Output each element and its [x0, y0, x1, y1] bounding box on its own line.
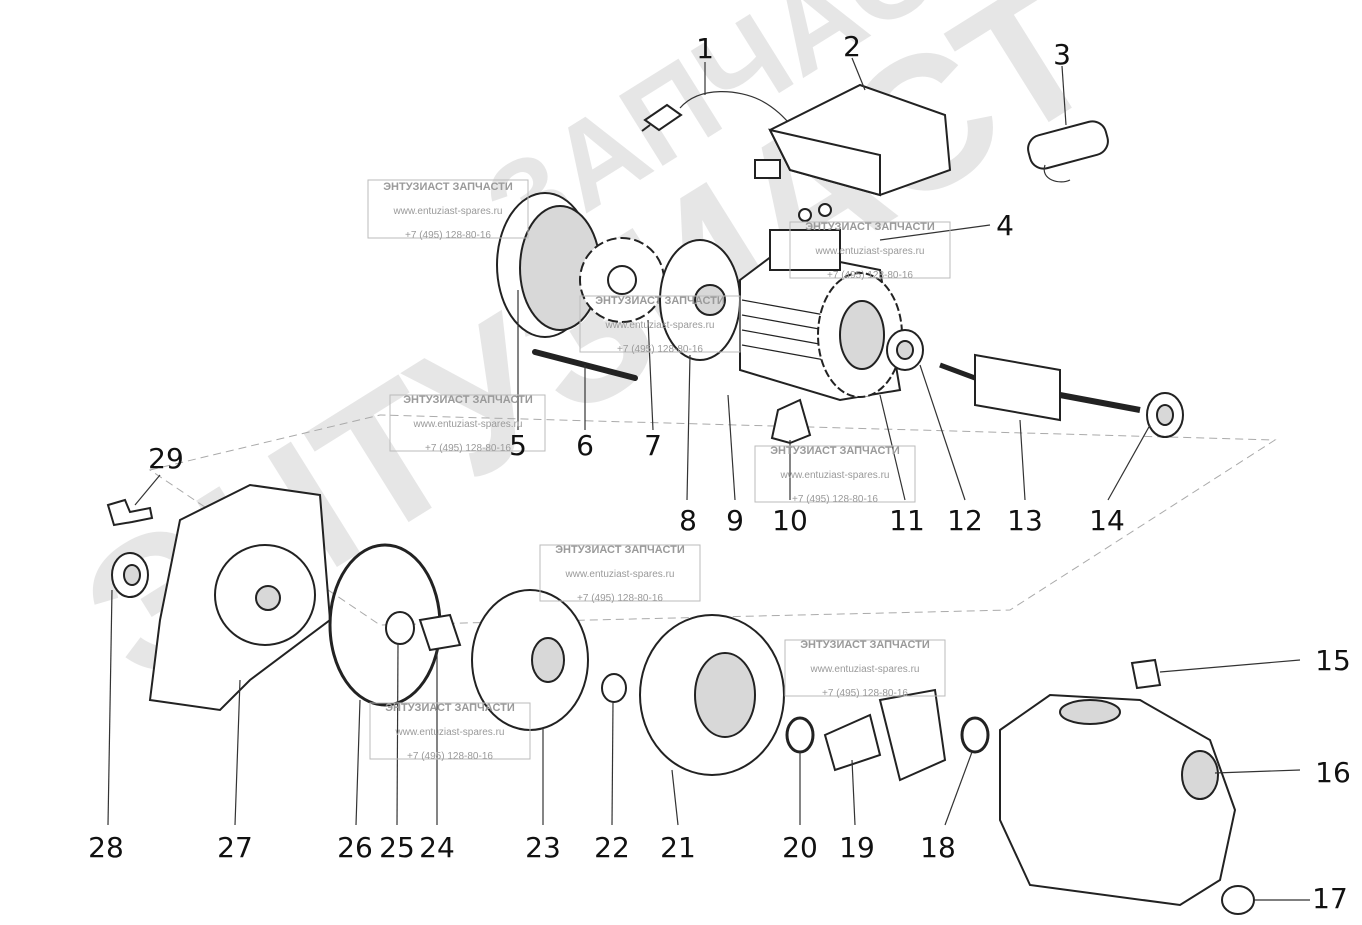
part-number-labels: 1 2 3 4 5 6 7 8 9 10 11 12 13 14 15 16 1… [88, 30, 1351, 915]
part-label-15: 15 [1315, 644, 1351, 677]
stamp-title: ЭНТУЗИАСТ ЗАПЧАСТИ [805, 221, 935, 233]
part-drain-plug [1221, 885, 1255, 915]
stamp-watermark-1: ЭНТУЗИАСТ ЗАПЧАСТИ www.entuziast-spares.… [367, 179, 529, 241]
part-label-18: 18 [920, 831, 956, 864]
stamp-title: ЭНТУЗИАСТ ЗАПЧАСТИ [383, 181, 513, 193]
stamp-site: www.entuziast-spares.ru [413, 419, 523, 430]
part-label-7: 7 [644, 429, 662, 462]
part-rotor-shaft [939, 353, 1141, 422]
part-o-ring-small-left [785, 716, 815, 754]
leader-lines [107, 57, 1310, 901]
stamp-watermark-7: ЭНТУЗИАСТ ЗАПЧАСТИ www.entuziast-spares.… [784, 639, 946, 699]
stamp-phone: +7 (495) 128-80-16 [407, 751, 493, 762]
part-label-16: 16 [1315, 756, 1351, 789]
part-label-29: 29 [148, 442, 184, 475]
part-end-shield [659, 239, 741, 361]
part-o-ring-small-right [960, 716, 990, 754]
part-label-4: 4 [996, 209, 1014, 242]
assembly-plane [148, 414, 1277, 626]
stamp-site: www.entuziast-spares.ru [393, 206, 503, 217]
stamp-site: www.entuziast-spares.ru [815, 246, 925, 257]
stamp-site: www.entuziast-spares.ru [565, 569, 675, 580]
part-capacitor [1027, 120, 1109, 183]
stamp-title: ЭНТУЗИАСТ ЗАПЧАСТИ [555, 544, 685, 556]
part-label-26: 26 [337, 831, 373, 864]
stamp-watermark-3: ЭНТУЗИАСТ ЗАПЧАСТИ www.entuziast-spares.… [579, 295, 741, 355]
stamp-watermark-4: ЭНТУЗИАСТ ЗАПЧАСТИ www.entuziast-spares.… [389, 394, 546, 454]
stamp-phone: +7 (495) 128-80-16 [827, 270, 913, 281]
part-label-11: 11 [889, 504, 925, 537]
stamp-phone: +7 (495) 128-80-16 [577, 593, 663, 604]
part-label-24: 24 [419, 831, 455, 864]
part-label-27: 27 [217, 831, 253, 864]
part-label-9: 9 [726, 504, 744, 537]
part-pump-bracket [148, 483, 332, 712]
part-plug-seal [111, 552, 149, 598]
part-stator-flange [817, 272, 903, 398]
part-label-5: 5 [509, 429, 527, 462]
part-nut [601, 673, 627, 703]
stamp-title: ЭНТУЗИАСТ ЗАПЧАСТИ [770, 445, 900, 457]
part-rubber-cap [770, 398, 812, 445]
part-mechanical-seal [385, 611, 462, 652]
stamp-site: www.entuziast-spares.ru [810, 664, 920, 675]
part-ejector [823, 688, 947, 782]
stamp-phone: +7 (495) 128-80-16 [405, 230, 491, 241]
stamp-site: www.entuziast-spares.ru [605, 320, 715, 331]
part-label-17: 17 [1312, 882, 1348, 915]
part-label-6: 6 [576, 429, 594, 462]
stamp-watermark-5: ЭНТУЗИАСТ ЗАПЧАСТИ www.entuziast-spares.… [754, 445, 916, 505]
stamp-title: ЭНТУЗИАСТ ЗАПЧАСТИ [403, 394, 533, 406]
part-pump-body [999, 693, 1237, 907]
part-label-12: 12 [947, 504, 983, 537]
part-bearing-rear [1146, 392, 1184, 438]
part-label-10: 10 [772, 504, 808, 537]
part-label-20: 20 [782, 831, 818, 864]
part-label-1: 1 [696, 32, 714, 65]
stamp-watermark-2: ЭНТУЗИАСТ ЗАПЧАСТИ www.entuziast-spares.… [789, 221, 951, 281]
stamp-title: ЭНТУЗИАСТ ЗАПЧАСТИ [595, 295, 725, 307]
part-bolt [106, 498, 154, 527]
part-label-28: 28 [88, 831, 124, 864]
stamp-phone: +7 (495) 128-80-16 [792, 494, 878, 505]
part-fan [579, 237, 665, 323]
stamp-title: ЭНТУЗИАСТ ЗАПЧАСТИ [385, 702, 515, 714]
part-fill-plug [1130, 658, 1162, 690]
part-label-3: 3 [1053, 38, 1071, 71]
part-label-25: 25 [379, 831, 415, 864]
part-bearing-front [886, 329, 924, 371]
part-terminal-box [754, 83, 952, 197]
part-label-13: 13 [1007, 504, 1043, 537]
part-label-21: 21 [660, 831, 696, 864]
part-diffuser [471, 589, 589, 731]
stamp-site: www.entuziast-spares.ru [780, 470, 890, 481]
stamp-phone: +7 (495) 128-80-16 [425, 443, 511, 454]
part-label-8: 8 [679, 504, 697, 537]
part-label-2: 2 [843, 30, 861, 63]
part-label-19: 19 [839, 831, 875, 864]
part-label-22: 22 [594, 831, 630, 864]
stamp-watermark-6: ЭНТУЗИАСТ ЗАПЧАСТИ www.entuziast-spares.… [539, 544, 701, 604]
part-label-23: 23 [525, 831, 561, 864]
stamp-title: ЭНТУЗИАСТ ЗАПЧАСТИ [800, 639, 930, 651]
part-impeller-housing [639, 614, 785, 776]
stamp-watermark-8: ЭНТУЗИАСТ ЗАПЧАСТИ www.entuziast-spares.… [369, 702, 531, 762]
stamp-site: www.entuziast-spares.ru [395, 727, 505, 738]
part-label-14: 14 [1089, 504, 1125, 537]
stamp-phone: +7 (495) 128-80-16 [617, 344, 703, 355]
stamp-phone: +7 (495) 128-80-16 [822, 688, 908, 699]
